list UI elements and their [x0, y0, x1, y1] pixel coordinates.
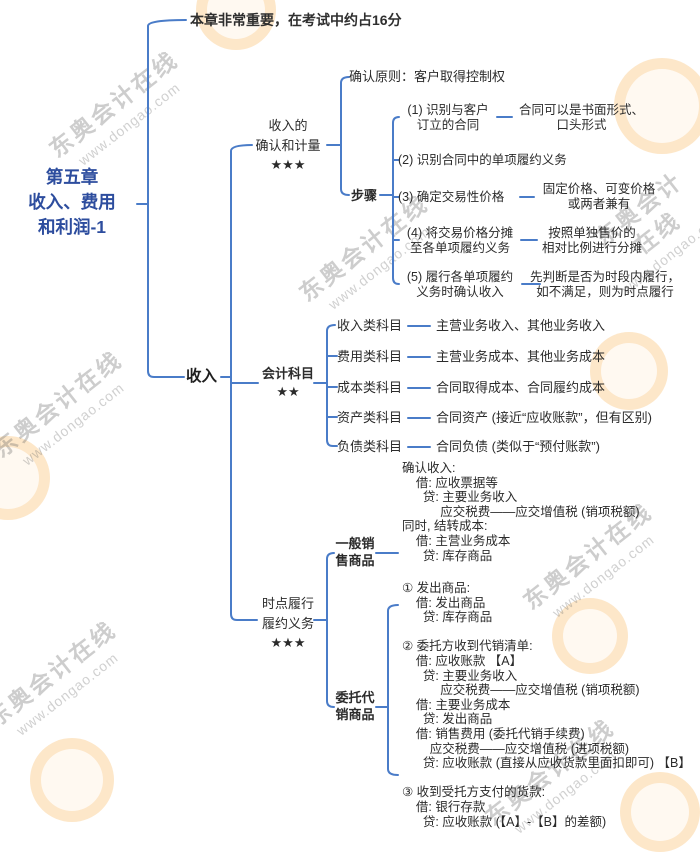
node-consignment-sales[interactable]: 委托代 销商品	[335, 690, 375, 722]
node-account-asset-type[interactable]: 资产类科目	[337, 410, 403, 425]
node-recognition-measurement[interactable]: 收入的 确认和计量 ★★★	[255, 118, 321, 172]
node-account-expense-type-detail[interactable]: 主营业务成本、其他业务成本	[436, 349, 606, 364]
dongao-logo-watermark	[614, 58, 700, 154]
node-account-asset-type-detail[interactable]: 合同资产 (接近“应收账款”，但有区别)	[436, 410, 652, 425]
dongao-logo-watermark	[30, 738, 114, 822]
node-account-cost-type[interactable]: 成本类科目	[337, 380, 403, 395]
node-step-5[interactable]: (5) 履行各单项履约 义务时确认收入	[406, 270, 514, 299]
dongao-logo-watermark	[590, 332, 668, 410]
node-step-1-detail[interactable]: 合同可以是书面形式、 口头形式	[518, 103, 644, 132]
node-account-liability-type-detail[interactable]: 合同负债 (类似于“预付账款”)	[436, 439, 600, 454]
node-account-cost-type-detail[interactable]: 合同取得成本、合同履约成本	[436, 380, 606, 395]
node-account-expense-type[interactable]: 费用类科目	[337, 349, 403, 364]
mindmap-connector-lines	[136, 19, 541, 776]
dongao-logo-watermark	[552, 598, 628, 674]
node-step-3[interactable]: (3) 确定交易性价格	[398, 190, 505, 204]
consignment-journal-entries[interactable]: ① 发出商品: 借: 发出商品 贷: 库存商品 ② 委托方收到代销清单: 借: …	[402, 581, 691, 829]
node-step-3-detail[interactable]: 固定价格、可变价格 或两者兼有	[542, 182, 656, 211]
node-step-4-detail[interactable]: 按照单独售价的 相对比例进行分摊	[541, 226, 642, 255]
mindmap: 本章非常重要，在考试中约占16分 第五章 收入、费用 和利润-1 收入 收入的 …	[28, 12, 691, 829]
node-step-2[interactable]: (2) 识别合同中的单项履约义务	[398, 153, 567, 167]
node-recognition-principle[interactable]: 确认原则：客户取得控制权	[349, 69, 506, 84]
node-revenue[interactable]: 收入	[186, 368, 218, 385]
root-chapter-title[interactable]: 第五章 收入、费用 和利润-1	[28, 167, 116, 237]
node-point-in-time-obligation[interactable]: 时点履行 履约义务 ★★★	[261, 596, 314, 650]
node-steps[interactable]: 步骤	[351, 188, 378, 203]
node-step-5-detail[interactable]: 先判断是否为时段内履行， 如不满足，则为时点履行	[529, 270, 680, 299]
exam-importance-note[interactable]: 本章非常重要，在考试中约占16分	[190, 12, 402, 28]
node-step-1[interactable]: (1) 识别与客户 订立的合同	[407, 103, 489, 132]
general-sales-journal-entries[interactable]: 确认收入: 借: 应收票据等 贷: 主要业务收入 应交税费——应交增值税 (销项…	[402, 461, 640, 563]
node-account-liability-type[interactable]: 负债类科目	[337, 439, 403, 454]
node-accounting-subjects[interactable]: 会计科目 ★★	[261, 366, 314, 400]
node-account-revenue-type-detail[interactable]: 主营业务收入、其他业务收入	[436, 318, 606, 333]
node-step-4[interactable]: (4) 将交易价格分摊 至各单项履约义务	[406, 226, 514, 255]
node-general-sales[interactable]: 一般销 售商品	[335, 536, 375, 568]
node-account-revenue-type[interactable]: 收入类科目	[337, 318, 403, 333]
